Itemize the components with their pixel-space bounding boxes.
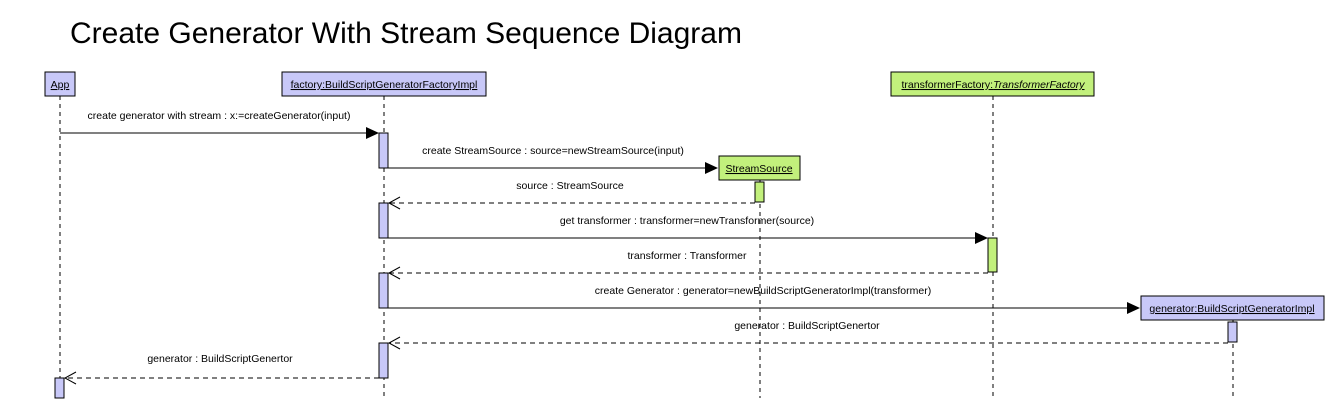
message-create-streamsource-label: create StreamSource : source=newStreamSo… — [422, 145, 684, 157]
participant-app-label: App — [51, 79, 70, 91]
message-get-transformer-label: get transformer : transformer=newTransfo… — [560, 215, 814, 227]
factory-activation-3 — [378, 272, 389, 309]
participant-transformer-factory-prefix: transformerFactory: — [901, 79, 993, 91]
message-create-generator-label: create generator with stream : x:=create… — [88, 110, 351, 122]
streamsource-activation — [754, 181, 765, 203]
return-generator-to-factory[interactable]: generator : BuildScriptGenertor — [387, 320, 1228, 350]
transformerfactory-activation — [987, 237, 998, 273]
message-create-generator-arrowhead — [366, 127, 379, 139]
message-create-streamsource-arrowhead — [705, 162, 718, 174]
participant-app-box — [44, 71, 76, 97]
return-generator-to-factory-label: generator : BuildScriptGenertor — [734, 320, 880, 332]
return-transformer[interactable]: transformer : Transformer — [387, 250, 988, 280]
return-source[interactable]: source : StreamSource — [387, 180, 755, 210]
participant-factory[interactable]: factory:BuildScriptGeneratorFactoryImpl — [281, 71, 487, 97]
participant-transformer-factory-box — [890, 71, 1095, 97]
message-get-transformer-arrowhead — [975, 232, 988, 244]
participant-stream-source-label: StreamSource — [725, 163, 792, 175]
participant-transformer-factory-label: transformerFactory:TransformerFactory — [901, 79, 1085, 91]
message-create-generator-impl[interactable]: create Generator : generator=newBuildScr… — [388, 285, 1140, 314]
return-transformer-arrowhead — [387, 266, 401, 280]
generator-activation — [1227, 321, 1238, 343]
message-create-generator-impl-label: create Generator : generator=newBuildScr… — [595, 285, 931, 297]
return-generator-to-app-arrowhead — [63, 371, 77, 385]
participant-app[interactable]: App — [44, 71, 76, 97]
return-source-arrowhead — [387, 196, 401, 210]
return-generator-to-factory-arrowhead — [387, 336, 401, 350]
factory-activation-2 — [378, 202, 389, 239]
message-create-streamsource[interactable]: create StreamSource : source=newStreamSo… — [388, 145, 718, 174]
app-activation — [54, 377, 65, 399]
participant-transformer-factory[interactable]: transformerFactory:TransformerFactory — [890, 71, 1095, 97]
return-transformer-label: transformer : Transformer — [627, 250, 747, 262]
return-source-label: source : StreamSource — [516, 180, 624, 192]
participant-transformer-factory-type: TransformerFactory — [993, 79, 1085, 91]
participant-factory-label: factory:BuildScriptGeneratorFactoryImpl — [291, 79, 478, 91]
participant-generator-label: generator:BuildScriptGeneratorImpl — [1149, 303, 1314, 315]
participant-factory-box — [281, 71, 487, 97]
participant-generator-box — [1140, 295, 1325, 321]
factory-activation-4 — [378, 342, 389, 379]
message-create-generator[interactable]: create generator with stream : x:=create… — [60, 110, 379, 139]
message-create-generator-impl-arrowhead — [1127, 302, 1140, 314]
return-generator-to-app[interactable]: generator : BuildScriptGenertor — [63, 353, 379, 385]
factory-activation-1 — [378, 132, 389, 169]
participant-generator[interactable]: generator:BuildScriptGeneratorImpl — [1140, 295, 1325, 321]
diagram-title: Create Generator With Stream Sequence Di… — [70, 17, 742, 50]
message-get-transformer[interactable]: get transformer : transformer=newTransfo… — [388, 215, 988, 244]
participant-stream-source-box — [718, 155, 801, 181]
participant-stream-source[interactable]: StreamSource — [718, 155, 801, 181]
return-generator-to-app-label: generator : BuildScriptGenertor — [147, 353, 293, 365]
